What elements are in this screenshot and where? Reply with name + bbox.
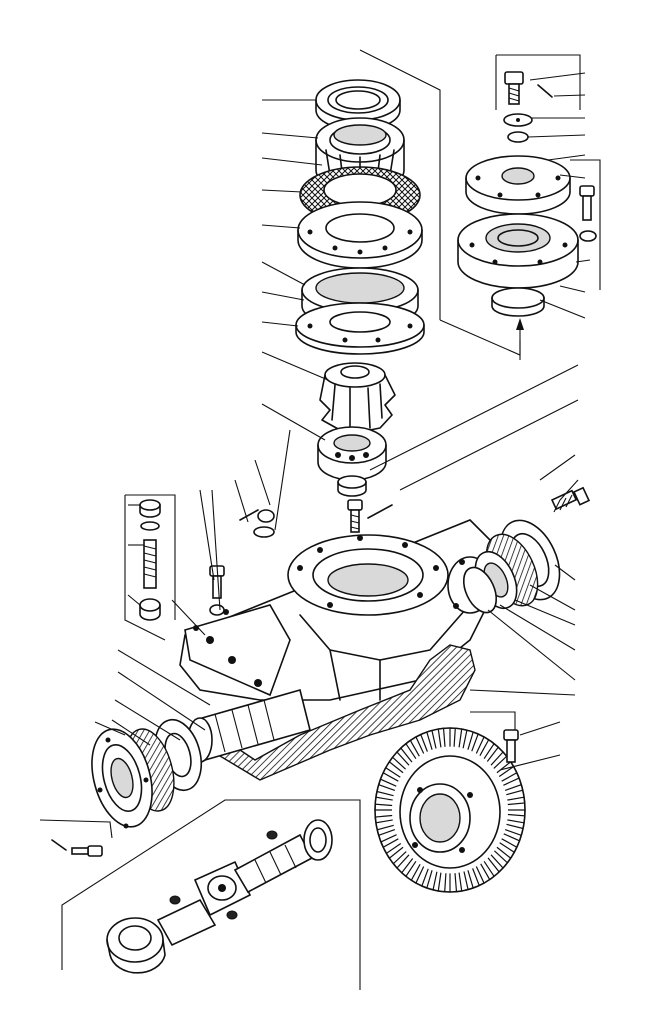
gear-tooth [437,727,446,748]
gear-tooth [421,868,433,889]
gear-tooth [480,860,495,881]
gear-tooth [490,751,508,769]
gear-tooth [507,809,526,817]
leader-lines-center [171,429,291,636]
gear-tooth [463,870,474,891]
gear-tooth [475,736,490,756]
gear-bolt [503,729,519,763]
gear-tooth [400,858,417,878]
left-shaft-bearing-group [51,689,311,857]
center-small-bolts [209,499,393,616]
gear-tooth [374,814,393,824]
gear-tooth [380,834,399,849]
gear-tooth [432,871,442,892]
leader-lines-gear [470,711,561,771]
gear-tooth [444,873,451,893]
leader-lines-upper-right [527,72,591,319]
gear-tooth [501,771,520,786]
leader-lines-top-stack [261,99,329,441]
gear-tooth [483,742,500,762]
gear-tooth [426,729,437,750]
gear-tooth [375,790,394,801]
bracket-frame-lines [61,49,601,990]
gear-tooth [388,756,407,774]
upper-right-bearing-housing [457,71,597,317]
gear-tooth [499,838,518,854]
gear-tooth [506,819,525,830]
gear-tooth [374,803,393,811]
leader-lines-left-shaft [39,649,211,839]
gear-tooth [392,851,410,869]
leader-lines-right [469,454,579,696]
gear-tooth [382,766,401,782]
gear-tooth [376,824,396,837]
gear-tooth [493,846,512,864]
gear-tooth [385,843,404,860]
gear-tooth [496,760,515,777]
gear-tooth [410,864,425,884]
gear-tooth [377,778,397,791]
right-shaft-stack [462,486,591,614]
gear-tooth [472,866,485,887]
gear-tooth [503,829,523,842]
gear-tooth [415,733,428,754]
gear-tooth [507,796,526,806]
gear-tooth [458,728,468,749]
gear-tooth [487,854,504,873]
left-stud-nut-stack [139,499,161,621]
leader-lines-left-stack [127,504,144,606]
gear-tooth [504,783,524,796]
gear-tooth [449,727,456,747]
gear-tooth [467,731,479,752]
top-bearing-stack [295,79,425,497]
universal-joint-shaft [106,819,333,974]
bevel-ring-gear [374,727,526,893]
main-axle-housing [179,519,501,701]
gear-tooth [454,872,463,893]
gear-tooth [396,747,413,766]
housing-gasket [208,644,476,781]
gear-tooth [405,739,420,760]
